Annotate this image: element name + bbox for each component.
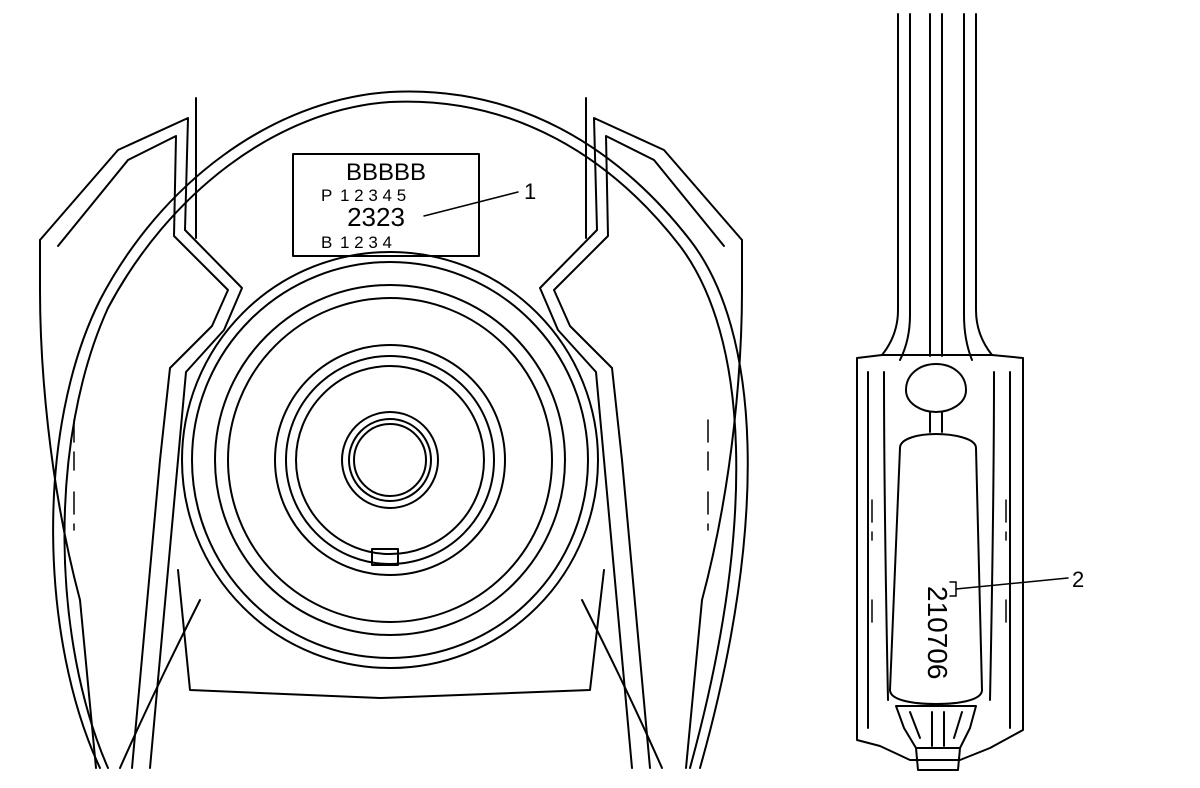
callout-2-number: 2 <box>1072 567 1084 592</box>
label-row-b-prefix: B <box>321 233 332 252</box>
hub-ring-7 <box>295 365 485 555</box>
housing-outline <box>856 354 1024 761</box>
bore-outer <box>341 411 439 509</box>
lobe-teardrop <box>905 363 967 413</box>
hub-ring-1 <box>181 251 599 669</box>
lower-web-outline <box>177 569 605 699</box>
hub-ring-4 <box>227 297 553 623</box>
left-counterweight-inner <box>57 135 229 769</box>
hub-ring-2 <box>191 261 589 659</box>
label-row-p-prefix: P <box>321 186 332 205</box>
left-counterweight-outline <box>39 117 243 769</box>
outer-dome-outline <box>52 90 749 769</box>
label-main-code: 2323 <box>347 202 405 232</box>
outer-dome-inner-line <box>63 100 738 769</box>
key-slot <box>371 548 399 566</box>
bore-core <box>353 423 427 497</box>
lower-left-sweep <box>119 599 201 769</box>
label-frame <box>292 153 480 257</box>
hub-ring-6 <box>285 355 495 565</box>
id-label-box: BBBBB P 1 2 3 4 5 2323 B 1 2 3 4 <box>292 153 480 257</box>
shaft-tip-cap <box>895 705 977 749</box>
shaft-side-view: 210706 2 <box>856 13 1084 771</box>
hub-ring-5 <box>274 344 506 576</box>
label-row-b-digits: 1 2 3 4 <box>340 233 392 252</box>
housing-right-contour <box>989 371 995 701</box>
tip-end <box>915 747 961 771</box>
callout-1-number: 1 <box>524 179 536 204</box>
label-top-code: BBBBB <box>346 159 426 186</box>
callout-1-leader <box>423 191 519 217</box>
left-outer-edge <box>39 239 97 769</box>
lobe-neck <box>929 411 943 433</box>
tip-flutes <box>909 711 963 747</box>
right-counterweight-inner <box>553 135 725 769</box>
bore-inner <box>348 418 432 502</box>
shaft-right-outer <box>975 13 993 356</box>
housing-left-contour <box>883 371 889 701</box>
housing-hidden-lines <box>871 499 1007 631</box>
journal-body <box>889 433 983 705</box>
lower-right-sweep <box>581 599 663 769</box>
hub-ring-3 <box>214 284 566 636</box>
callout-2-leader <box>955 577 1069 590</box>
shaft-right-inner <box>963 13 973 361</box>
shaft-left-inner <box>899 13 911 361</box>
right-counterweight-outline <box>539 117 743 769</box>
crankshaft-end-view: BBBBB P 1 2 3 4 5 2323 B 1 2 3 4 1 <box>39 90 749 769</box>
right-outer-edge <box>685 239 743 769</box>
label-row-p-digits: 1 2 3 4 5 <box>340 186 406 205</box>
stamp-code: 210706 <box>922 586 953 679</box>
shaft-left-outer <box>881 13 899 356</box>
